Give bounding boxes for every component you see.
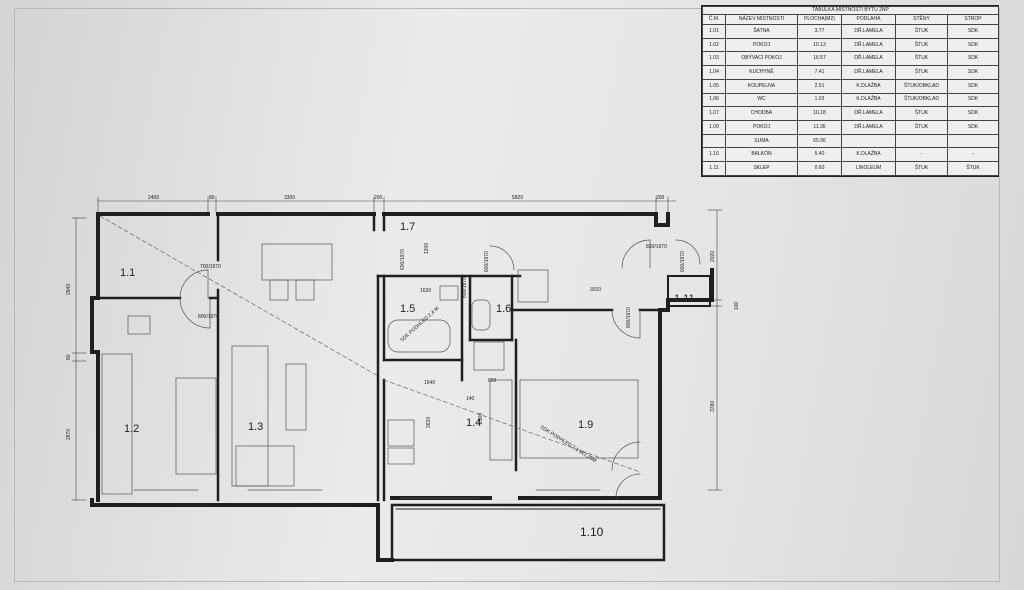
dim-600-1970a: 600/1970 xyxy=(400,249,406,270)
top-dimension-line xyxy=(97,196,677,213)
dim-80: 80 xyxy=(209,195,215,201)
room-label-1-3: 1.3 xyxy=(248,421,263,433)
dim-200a: 200 xyxy=(374,195,383,201)
room-label-1-5: 1.5 xyxy=(400,303,415,315)
dim-1630: 1630 xyxy=(420,288,431,294)
dim-2940: 2940 xyxy=(66,284,72,295)
dim-200b: 200 xyxy=(656,195,665,201)
room-label-1-1: 1.1 xyxy=(120,267,135,279)
dim-2870: 2870 xyxy=(66,429,72,440)
dim-600-1970d: 600/1970 xyxy=(462,277,468,298)
table-cell: 10.13 xyxy=(797,37,842,53)
table-cell: 3.77 xyxy=(797,24,842,39)
dim-600-1970b: 600/1970 xyxy=(484,251,490,272)
table-cell: DŘ.LAMELA xyxy=(841,37,896,53)
dim-700-1970: 700/1970 xyxy=(200,264,221,270)
table-cell: SDK xyxy=(946,37,1000,53)
room-label-1-2: 1.2 xyxy=(124,423,139,435)
dim-1200: 1200 xyxy=(424,243,430,254)
dim-3300: 3300 xyxy=(284,195,295,201)
dim-800-1970b: 800/1970 xyxy=(626,307,632,328)
interior-walls xyxy=(96,212,662,502)
dim-2500: 2500 xyxy=(478,413,484,424)
table-cell: SDK xyxy=(946,24,1000,39)
dim-600-1970c: 600/1970 xyxy=(680,251,686,272)
dim-80-left: 80 xyxy=(66,354,72,360)
table-cell: ŠTUK xyxy=(895,161,948,176)
dim-1640: 1640 xyxy=(424,380,435,386)
room-label-1-10: 1.10 xyxy=(580,525,604,539)
left-dimension-line xyxy=(71,217,87,501)
room-label-1-9: 1.9 xyxy=(578,419,593,431)
dim-100: 100 xyxy=(734,301,740,310)
table-cell: STROP xyxy=(946,14,1000,25)
table-cell: ŠTUK xyxy=(946,161,1000,176)
room-label-1-4: 1.4 xyxy=(466,417,481,429)
dim-2620: 2620 xyxy=(426,417,432,428)
dim-830-1970: 830/1970 xyxy=(646,244,667,250)
dim-2020: 2020 xyxy=(710,251,716,262)
room-label-1-11: 1.11 xyxy=(674,293,695,305)
dim-3780: 3780 xyxy=(710,401,716,412)
dim-3010: 3010 xyxy=(590,287,601,293)
dim-800-1970a: 800/1970 xyxy=(198,314,219,320)
dim-140: 140 xyxy=(466,396,475,402)
door-swings xyxy=(179,239,701,499)
dim-5820: 5820 xyxy=(512,195,523,201)
room-label-1-6: 1.6 xyxy=(496,303,511,315)
ceiling-hatch-lines xyxy=(99,215,641,473)
table-cell: LINOLEUM xyxy=(841,161,896,176)
room-label-1-7: 1.7 xyxy=(400,221,415,233)
furniture xyxy=(101,243,639,499)
dim-650: 650 xyxy=(488,378,497,384)
balcony-outline xyxy=(390,503,666,562)
dim-2400: 2400 xyxy=(148,195,159,201)
cellar-box xyxy=(667,275,711,307)
